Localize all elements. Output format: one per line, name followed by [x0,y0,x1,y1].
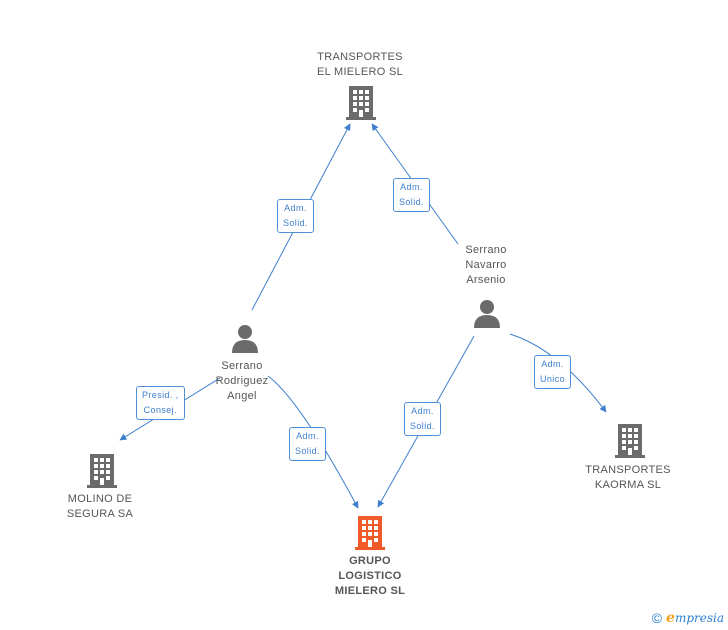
person-icon[interactable] [472,298,502,328]
node-label-kaorma: TRANSPORTES KAORMA SL [585,464,671,491]
edge-badge-navarro-grupo[interactable]: Adm. Solid. [404,402,441,436]
copyright-symbol: © [651,610,663,626]
edge-badge-rodriguez-molino[interactable]: Presid. , Consej. [136,386,185,420]
edge-rodriguez-to-grupo [267,375,359,509]
node-label-grupo: GRUPO LOGISTICO MIELERO SL [334,555,406,597]
node-label-transportes-mielero: TRANSPORTES EL MIELERO SL [316,51,404,78]
brand-logo: empresia [666,610,724,626]
edge-badge-navarro-mielero[interactable]: Adm. Solid. [393,178,430,212]
edge-badge-rodriguez-grupo[interactable]: Adm. Solid. [289,427,326,461]
person-icon[interactable] [230,323,260,353]
node-label-molino: MOLINO DE SEGURA SA [66,493,134,520]
building-icon[interactable] [614,422,646,458]
edge-badge-rodriguez-mielero[interactable]: Adm. Solid. [277,199,314,233]
building-icon[interactable] [345,84,377,120]
building-icon[interactable] [86,452,118,488]
brand-footer[interactable]: © empresia [652,610,724,626]
building-icon[interactable] [354,514,386,550]
node-label-serrano-rodriguez: Serrano Rodriguez Angel [215,360,269,402]
edge-badge-navarro-kaorma[interactable]: Adm. Unico [534,355,572,389]
node-label-serrano-navarro: Serrano Navarro Arsenio [465,244,507,286]
